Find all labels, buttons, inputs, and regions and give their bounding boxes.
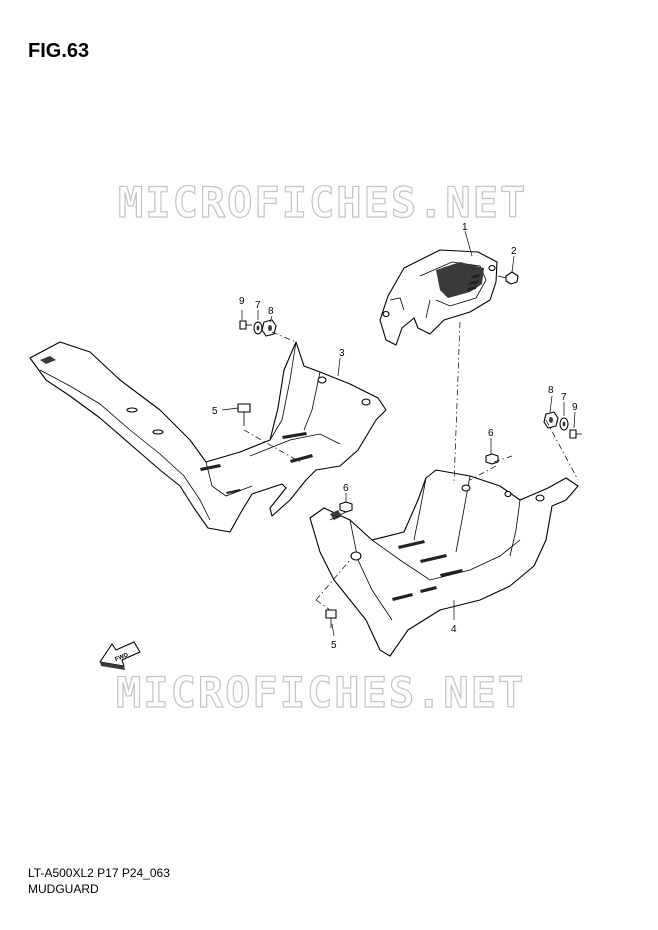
fwd-label: FWD bbox=[114, 652, 130, 663]
callout-9-left: 9 bbox=[239, 296, 245, 307]
bolt-9-right[interactable] bbox=[569, 429, 582, 439]
figure-title: FIG.63 bbox=[28, 40, 90, 62]
washer-7-right[interactable] bbox=[559, 417, 569, 431]
part-3-left-mudguard[interactable] bbox=[29, 341, 387, 533]
callout-2: 2 bbox=[511, 246, 517, 257]
washer-7-left[interactable] bbox=[253, 321, 263, 335]
callout-6-upper: 6 bbox=[488, 428, 494, 439]
callout-8-left: 8 bbox=[268, 306, 274, 317]
callout-4: 4 bbox=[451, 624, 457, 635]
grommet-8-right[interactable] bbox=[543, 411, 559, 429]
screw-2[interactable] bbox=[497, 271, 519, 285]
callout-numbers: 1 2 3 4 5 5 6 6 7 7 8 8 9 9 bbox=[212, 222, 578, 651]
bolt-9-left[interactable] bbox=[239, 320, 252, 330]
callout-5-right: 5 bbox=[331, 640, 337, 651]
center-lines bbox=[243, 321, 579, 611]
section-name: MUDGUARD bbox=[28, 882, 99, 896]
forward-direction-arrow: FWD bbox=[99, 641, 141, 670]
callout-3: 3 bbox=[339, 348, 345, 359]
part-4-right-mudguard[interactable] bbox=[309, 469, 579, 657]
bolt-6-upper[interactable] bbox=[485, 453, 499, 465]
bolt-6-lower[interactable] bbox=[339, 501, 353, 513]
model-code: LT-A500XL2 P17 P24_063 bbox=[28, 866, 170, 880]
callout-7-left: 7 bbox=[255, 300, 261, 311]
callout-9-right: 9 bbox=[572, 402, 578, 413]
part-1-cover[interactable] bbox=[379, 249, 498, 346]
leader-lines bbox=[221, 230, 576, 637]
callout-5-left: 5 bbox=[212, 406, 218, 417]
callout-6-lower: 6 bbox=[343, 483, 349, 494]
callout-1: 1 bbox=[462, 222, 468, 233]
bolt-5-left[interactable] bbox=[237, 403, 251, 426]
callout-8-right: 8 bbox=[548, 385, 554, 396]
callout-7-right: 7 bbox=[561, 392, 567, 403]
grommet-8-left[interactable] bbox=[261, 319, 277, 337]
bolt-5-right[interactable] bbox=[325, 609, 337, 628]
watermark-top: MICROFICHES.NET bbox=[117, 177, 528, 227]
watermark-bottom: MICROFICHES.NET bbox=[115, 667, 526, 717]
